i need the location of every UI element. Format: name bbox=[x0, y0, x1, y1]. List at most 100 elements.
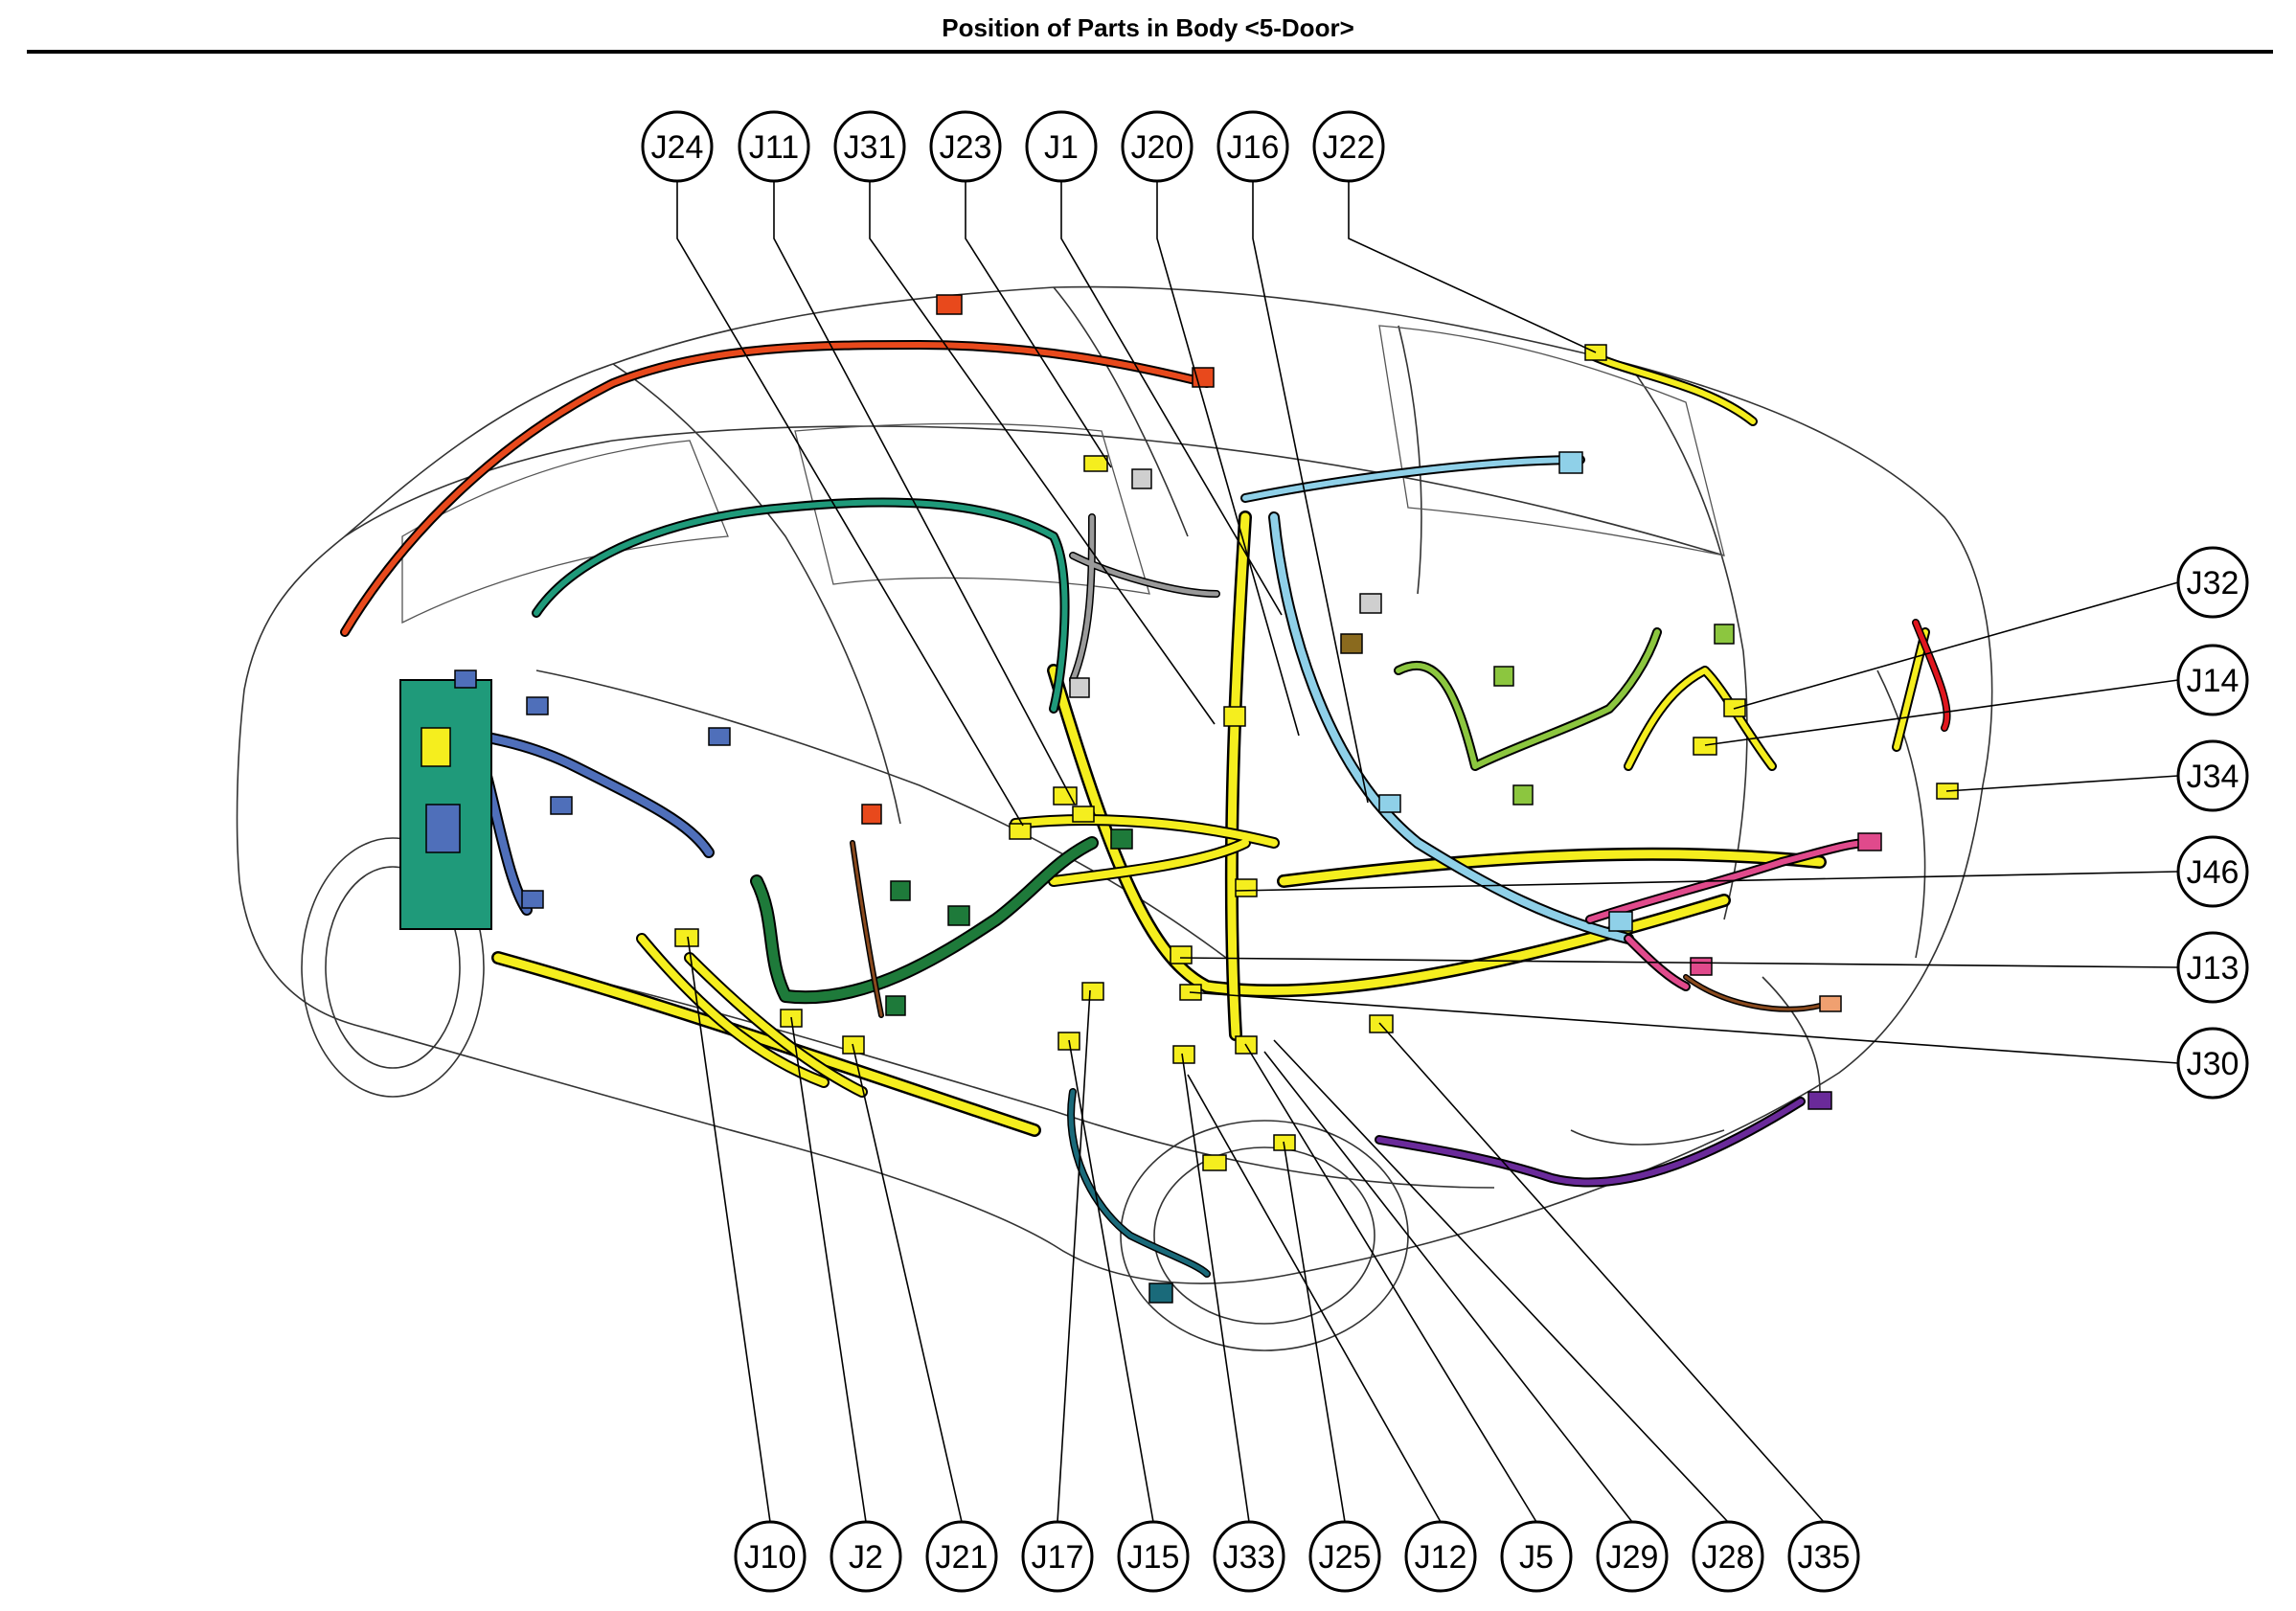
pillar-harness-core bbox=[1227, 512, 1250, 1039]
connector-block bbox=[1857, 832, 1882, 851]
windows bbox=[401, 325, 1725, 624]
callout-j12[interactable]: J12 bbox=[1404, 1520, 1477, 1593]
leader-line-j31 bbox=[869, 181, 1216, 725]
leader-line-j28 bbox=[1273, 1039, 1729, 1523]
callout-label: J24 bbox=[651, 129, 704, 166]
connector-block bbox=[1359, 593, 1382, 614]
leader-line-j30 bbox=[1189, 991, 2179, 1064]
callout-j13[interactable]: J13 bbox=[2176, 931, 2249, 1004]
callout-j29[interactable]: J29 bbox=[1596, 1520, 1669, 1593]
connector-block bbox=[1009, 823, 1032, 840]
title-rule bbox=[27, 50, 2273, 54]
connector-block bbox=[936, 294, 963, 315]
callout-circle bbox=[1213, 1520, 1285, 1593]
connector-block bbox=[708, 727, 731, 746]
callout-circle bbox=[1121, 110, 1193, 183]
callout-circle bbox=[1596, 1520, 1669, 1593]
callout-j17[interactable]: J17 bbox=[1021, 1520, 1094, 1593]
callout-label: J14 bbox=[2187, 663, 2239, 699]
callout-j1[interactable]: J1 bbox=[1025, 110, 1098, 183]
car-body-outline bbox=[236, 285, 1993, 1284]
callout-label: J1 bbox=[1044, 129, 1079, 166]
callout-j20[interactable]: J20 bbox=[1121, 110, 1193, 183]
connector-block bbox=[1369, 1014, 1394, 1033]
callout-circle bbox=[1404, 1520, 1477, 1593]
leader-line-j25 bbox=[1283, 1141, 1346, 1523]
callout-circle bbox=[2176, 546, 2249, 619]
leader-line-j10 bbox=[687, 936, 771, 1523]
callout-j16[interactable]: J16 bbox=[1216, 110, 1289, 183]
callout-j33[interactable]: J33 bbox=[1213, 1520, 1285, 1593]
callout-j24[interactable]: J24 bbox=[641, 110, 714, 183]
callout-j30[interactable]: J30 bbox=[2176, 1027, 2249, 1100]
callout-j10[interactable]: J10 bbox=[734, 1520, 807, 1593]
cowl-harness bbox=[532, 497, 1070, 714]
leader-line-j11 bbox=[773, 181, 1076, 806]
callout-label: J31 bbox=[844, 129, 897, 166]
callout-circle bbox=[734, 1520, 807, 1593]
connector-block bbox=[1072, 806, 1095, 823]
seat-harness-core bbox=[1396, 629, 1660, 769]
callout-j15[interactable]: J15 bbox=[1117, 1520, 1190, 1593]
callout-j28[interactable]: J28 bbox=[1692, 1520, 1764, 1593]
callout-circle bbox=[641, 110, 714, 183]
callout-label: J33 bbox=[1223, 1539, 1276, 1576]
back-door-harness-core bbox=[1270, 513, 1632, 942]
left-body-harness-core bbox=[638, 935, 866, 1096]
callout-label: J2 bbox=[849, 1539, 883, 1576]
leader-line-j2 bbox=[790, 1016, 867, 1523]
callout-j31[interactable]: J31 bbox=[833, 110, 906, 183]
callout-label: J28 bbox=[1702, 1539, 1755, 1576]
callout-j32[interactable]: J32 bbox=[2176, 546, 2249, 619]
callout-j23[interactable]: J23 bbox=[929, 110, 1002, 183]
connector-block bbox=[1083, 455, 1108, 472]
callout-label: J35 bbox=[1798, 1539, 1851, 1576]
callout-label: J15 bbox=[1127, 1539, 1180, 1576]
instrument-panel-harness-core bbox=[752, 838, 1097, 1003]
leader-line-j21 bbox=[852, 1043, 963, 1523]
leader-line-j5 bbox=[1244, 1043, 1537, 1523]
rear-roof-harness-core bbox=[1587, 352, 1756, 424]
floor-harness-core bbox=[493, 666, 1825, 1135]
callout-circle bbox=[738, 110, 810, 183]
connector-block bbox=[1223, 706, 1246, 727]
cowl-harness-core bbox=[534, 499, 1068, 712]
connector-block bbox=[1493, 666, 1514, 687]
dash-harness-core bbox=[1012, 816, 1278, 885]
connector-block bbox=[1558, 451, 1583, 474]
callout-circle bbox=[833, 110, 906, 183]
callout-circle bbox=[1787, 1520, 1860, 1593]
callout-circle bbox=[830, 1520, 902, 1593]
connector-block bbox=[454, 669, 477, 689]
callout-j35[interactable]: J35 bbox=[1787, 1520, 1860, 1593]
rear-wheel bbox=[1120, 1120, 1409, 1351]
callout-j22[interactable]: J22 bbox=[1312, 110, 1385, 183]
leader-line-j20 bbox=[1156, 181, 1300, 737]
rear-seat-harness-core bbox=[1587, 840, 1871, 989]
callout-j34[interactable]: J34 bbox=[2176, 739, 2249, 812]
callout-label: J10 bbox=[744, 1539, 797, 1576]
connector-block bbox=[1340, 633, 1363, 654]
leader-line-j13 bbox=[1179, 957, 2179, 968]
callout-j2[interactable]: J2 bbox=[830, 1520, 902, 1593]
callout-circle bbox=[929, 110, 1002, 183]
callout-label: J30 bbox=[2187, 1046, 2239, 1082]
connector-block bbox=[861, 804, 882, 825]
connector-block bbox=[1202, 1154, 1227, 1171]
callout-label: J34 bbox=[2187, 759, 2239, 795]
callout-circle bbox=[1308, 1520, 1381, 1593]
callout-circle bbox=[2176, 931, 2249, 1004]
floor-sub-harness-core bbox=[851, 841, 1822, 1017]
callout-j25[interactable]: J25 bbox=[1308, 1520, 1381, 1593]
connector-block bbox=[1148, 1282, 1173, 1304]
callout-j46[interactable]: J46 bbox=[2176, 835, 2249, 908]
callout-j5[interactable]: J5 bbox=[1500, 1520, 1573, 1593]
callout-label: J11 bbox=[749, 129, 799, 166]
callout-j14[interactable]: J14 bbox=[2176, 644, 2249, 716]
callout-j11[interactable]: J11 bbox=[738, 110, 810, 183]
callout-circle bbox=[1692, 1520, 1764, 1593]
callout-label: J16 bbox=[1227, 129, 1280, 166]
leader-line-j1 bbox=[1060, 181, 1283, 616]
callout-j21[interactable]: J21 bbox=[925, 1520, 998, 1593]
connector-block bbox=[526, 696, 549, 715]
